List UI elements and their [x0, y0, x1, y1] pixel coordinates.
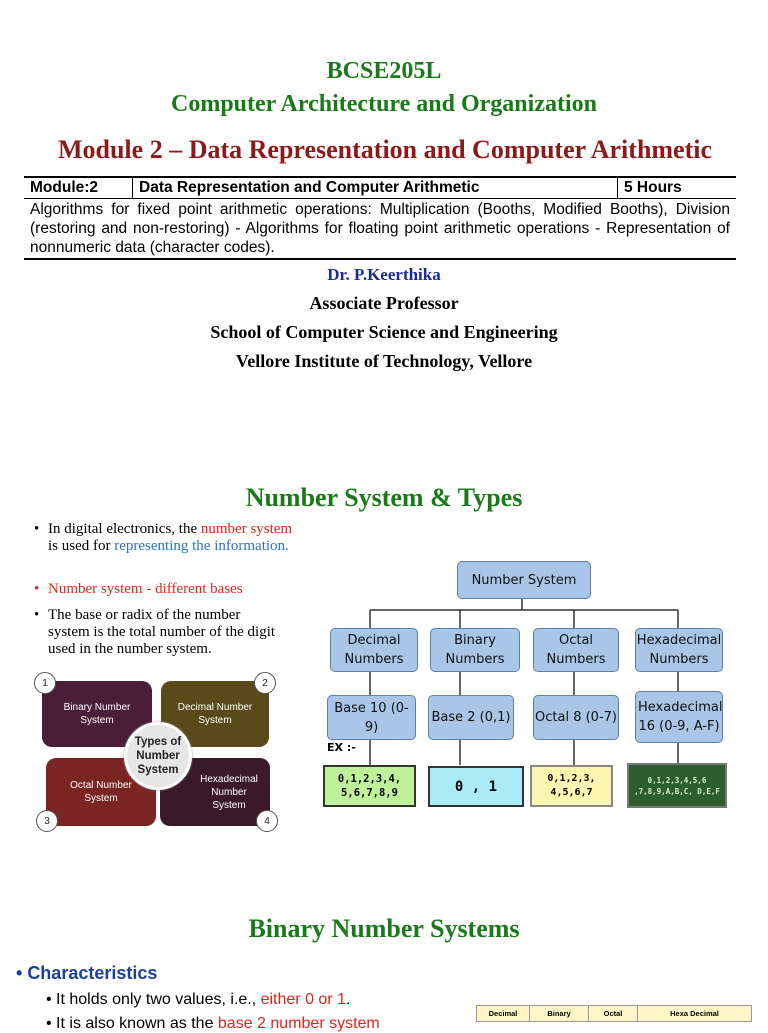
badge-1: 1 [34, 672, 56, 694]
badge-2: 2 [254, 672, 276, 694]
course-title: Computer Architecture and Organization [171, 91, 597, 117]
node-octal-label: Octal Numbers [546, 633, 606, 667]
node-base-16-label: Hexadecimal 16 (0-9, A-F) [638, 700, 723, 734]
diagram-connectors [369, 597, 679, 765]
characteristic-1-post: . [345, 991, 351, 1008]
author-designation: Associate Professor [309, 293, 459, 313]
node-binary: Binary Numbers [430, 628, 520, 672]
example-hexadecimal-text: 0,1,2,3,4,5,6 ,7,8,9,A,B,C, D,E,F [634, 775, 720, 796]
node-base-10: Base 10 (0-9) [327, 695, 416, 740]
module-table: Module:2 Data Representation and Compute… [24, 176, 736, 260]
bullet-2: •Number system - different bases [34, 581, 243, 597]
topic-cell: Data Representation and Computer Arithme… [132, 176, 618, 199]
characteristics-heading-text: Characteristics [27, 963, 158, 983]
example-binary-text: 0 , 1 [454, 778, 498, 795]
example-octal: 0,1,2,3, 4,5,6,7 [530, 765, 613, 807]
node-base-8: Octal 8 (0-7) [533, 695, 619, 740]
example-decimal-text: 0,1,2,3,4, 5,6,7,8,9 [337, 773, 402, 799]
node-hexadecimal-label: Hexadecimal Numbers [636, 633, 722, 667]
node-base-2: Base 2 (0,1) [428, 695, 514, 740]
table-header-decimal: Decimal [476, 1005, 530, 1022]
bullet-1-red: number system [200, 521, 293, 537]
example-hexadecimal: 0,1,2,3,4,5,6 ,7,8,9,A,B,C, D,E,F [627, 763, 727, 808]
node-decimal: Decimal Numbers [330, 628, 418, 672]
characteristic-2: • It is also known as the base 2 number … [46, 1015, 380, 1032]
module-title: Module 2 – Data Representation and Compu… [57, 135, 713, 164]
node-base-2-label: Base 2 (0,1) [431, 710, 511, 725]
types-center: Types of Number System [124, 722, 192, 790]
bullet-3: •The base or radix of the number system … [34, 607, 276, 657]
types-panel: Binary Number System Decimal Number Syst… [34, 672, 279, 832]
tile-decimal-label: Decimal Number System [177, 702, 253, 726]
hours-cell: 5 Hours [617, 176, 736, 199]
module-cell: Module:2 [24, 176, 133, 199]
bullet-1-blue: representing the information [114, 538, 286, 554]
bullet-3-text: The base or radix of the number system i… [48, 607, 276, 657]
node-base-8-label: Octal 8 (0-7) [535, 710, 617, 725]
tile-binary: Binary Number System [42, 681, 152, 747]
table-header-octal: Octal [588, 1005, 638, 1022]
bullet-1: • In digital electronics, the number sys… [34, 521, 293, 554]
node-number-system-label: Number System [471, 572, 577, 588]
characteristics-bullet: • [16, 963, 28, 983]
tile-hexadecimal-label: Hexadecimal Number System [200, 773, 258, 811]
characteristic-1-text: It holds only two values, i.e., [56, 991, 261, 1008]
author-school: School of Computer Science and Engineeri… [210, 322, 558, 342]
node-base-16: Hexadecimal 16 (0-9, A-F) [635, 691, 723, 743]
node-binary-label: Binary Numbers [445, 633, 505, 667]
node-base-10-label: Base 10 (0-9) [334, 700, 409, 735]
tile-octal-label: Octal Number System [70, 780, 132, 804]
tile-binary-label: Binary Number System [63, 702, 131, 726]
module-description: Algorithms for fixed point arithmetic op… [24, 198, 736, 260]
characteristic-1: • It holds only two values, i.e., either… [46, 991, 351, 1008]
node-octal: Octal Numbers [533, 628, 619, 672]
bullet-1-post: . [285, 538, 289, 554]
table-header-hexa: Hexa Decimal [637, 1005, 752, 1022]
characteristic-1-red: either 0 or 1 [260, 991, 346, 1008]
example-binary: 0 , 1 [428, 766, 524, 807]
author-name: Dr. P.Keerthika [327, 265, 441, 284]
types-center-label: Types of Number System [134, 736, 182, 776]
node-decimal-label: Decimal Numbers [344, 633, 404, 667]
conversion-table: Decimal Binary Octal Hexa Decimal [476, 1005, 752, 1022]
bullet-1-mid: is used for [48, 538, 115, 554]
course-code: BCSE205L [326, 58, 442, 84]
characteristics-heading: • Characteristics [16, 963, 157, 984]
section-title-number-system: Number System & Types [245, 483, 523, 512]
badge-3: 3 [36, 810, 58, 832]
example-decimal: 0,1,2,3,4, 5,6,7,8,9 [323, 765, 416, 807]
example-octal-text: 0,1,2,3, 4,5,6,7 [547, 773, 596, 798]
section-title-binary: Binary Number Systems [248, 914, 520, 943]
bullet-1-text: In digital electronics, the [48, 521, 201, 537]
author-institute: Vellore Institute of Technology, Vellore [235, 351, 533, 371]
example-label: EX :- [327, 741, 356, 754]
table-header-binary: Binary [529, 1005, 589, 1022]
badge-4: 4 [256, 810, 278, 832]
bullet-2-text: Number system - different bases [48, 581, 243, 597]
node-number-system: Number System [457, 561, 591, 599]
node-hexadecimal: Hexadecimal Numbers [635, 628, 723, 672]
